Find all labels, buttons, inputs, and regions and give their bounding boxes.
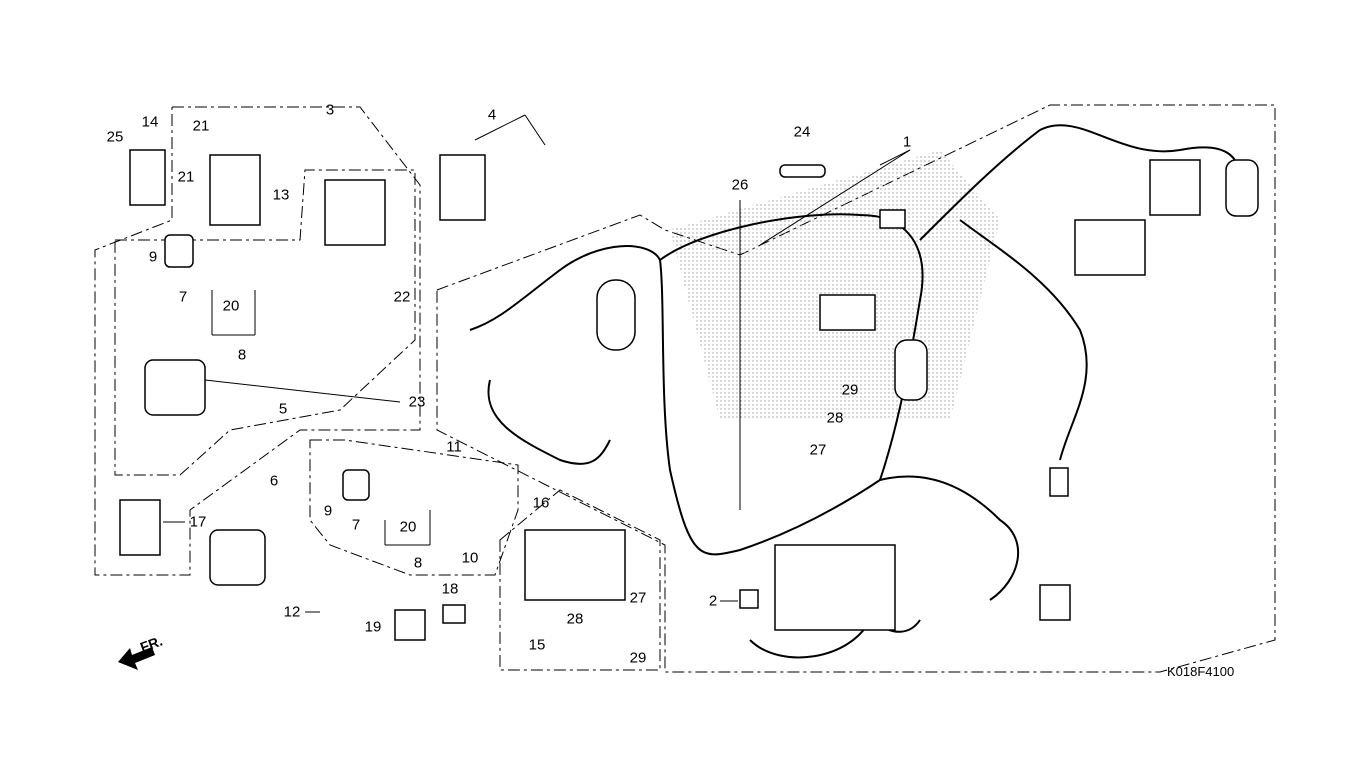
callout-20: 20 — [399, 518, 417, 536]
callout-26: 26 — [731, 176, 749, 194]
brand-watermark — [670, 150, 1000, 420]
callout-17: 17 — [189, 513, 207, 531]
callout-19: 19 — [364, 618, 382, 636]
callout-21: 21 — [192, 117, 210, 135]
callout-5: 5 — [278, 400, 288, 418]
callout-4: 4 — [487, 106, 497, 124]
group-outlines — [94, 104, 1276, 673]
callout-3: 3 — [325, 101, 335, 119]
callout-16: 16 — [532, 494, 550, 512]
callout-28: 28 — [826, 409, 844, 427]
callout-25: 25 — [106, 128, 124, 146]
callout-28: 28 — [566, 610, 584, 628]
callout-10: 10 — [461, 549, 479, 567]
callout-27: 27 — [629, 589, 647, 607]
callout-8: 8 — [413, 554, 423, 572]
callout-13: 13 — [272, 186, 290, 204]
callout-11: 11 — [446, 438, 462, 456]
callout-7: 7 — [351, 516, 361, 534]
leader-lines — [163, 114, 911, 613]
callout-6: 6 — [269, 472, 279, 490]
diagram-code: K018F4100 — [1167, 664, 1235, 679]
callout-9: 9 — [323, 502, 333, 520]
wire-harness — [469, 124, 1241, 659]
callout-22: 22 — [393, 288, 411, 306]
callout-24: 24 — [793, 123, 811, 141]
callout-8: 8 — [237, 346, 247, 364]
callout-12: 12 — [283, 603, 301, 621]
callout-2: 2 — [708, 592, 718, 610]
component-shapes — [119, 149, 1259, 641]
callout-21: 21 — [177, 168, 195, 186]
callout-23: 23 — [408, 393, 426, 411]
callout-29: 29 — [841, 381, 859, 399]
callout-9: 9 — [148, 248, 158, 266]
callout-27: 27 — [809, 441, 827, 459]
callout-1: 1 — [902, 133, 912, 151]
front-arrow-icon — [118, 647, 155, 670]
callout-29: 29 — [629, 649, 647, 667]
callout-18: 18 — [441, 580, 459, 598]
callout-7: 7 — [178, 288, 188, 306]
callout-15: 15 — [528, 636, 546, 654]
callout-14: 14 — [141, 113, 159, 131]
callout-20: 20 — [222, 297, 240, 315]
